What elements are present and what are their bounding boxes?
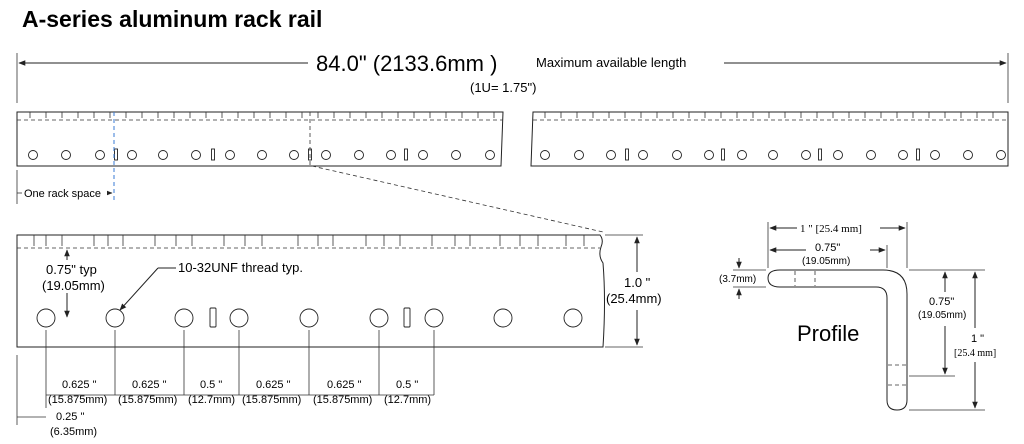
rail-hole bbox=[354, 150, 364, 160]
spacing-6-mm: (12.7mm) bbox=[384, 394, 431, 406]
rail-hole bbox=[996, 150, 1006, 160]
spacing-1-in: 0.625 " bbox=[62, 379, 97, 391]
spacing-6-in: 0.5 " bbox=[396, 379, 418, 391]
hole-height-mm: (19.05mm) bbox=[42, 278, 105, 293]
profile-vertical-label: 0.75" bbox=[929, 296, 954, 308]
rail-hole bbox=[768, 150, 778, 160]
detail-hole bbox=[299, 308, 319, 328]
rail-hole bbox=[225, 150, 235, 160]
rail-hole bbox=[704, 150, 714, 160]
rail-hole bbox=[127, 150, 137, 160]
edge-offset-in: 0.25 " bbox=[56, 411, 84, 423]
full-rail bbox=[16, 111, 1009, 204]
detail-hole bbox=[493, 308, 513, 328]
detail-height-dimension: 1.0 " (25.4mm) bbox=[605, 234, 662, 348]
detail-height-mm: (25.4mm) bbox=[606, 291, 662, 306]
rail-hole bbox=[61, 150, 71, 160]
hole-height-dimension: 0.75" typ (19.05mm) bbox=[42, 249, 105, 318]
profile-height-label: 1 " bbox=[971, 333, 984, 345]
rail-slot bbox=[114, 148, 118, 161]
detail-hole bbox=[36, 308, 56, 328]
rail-hole bbox=[386, 150, 396, 160]
profile-flange-mm: (19.05mm) bbox=[802, 256, 850, 267]
rail-hole bbox=[833, 150, 843, 160]
profile-thickness-mm: (3.7mm) bbox=[719, 274, 756, 285]
rail-hole bbox=[606, 150, 616, 160]
spacing-2-in: 0.625 " bbox=[132, 379, 167, 391]
detail-hole bbox=[424, 308, 444, 328]
rail-slot bbox=[211, 148, 215, 161]
rail-hole bbox=[638, 150, 648, 160]
rail-hole bbox=[158, 150, 168, 160]
rail-hole bbox=[485, 150, 495, 160]
hole-height-label: 0.75" typ bbox=[46, 262, 97, 277]
detail-hole bbox=[229, 308, 249, 328]
rail-detail-view bbox=[16, 234, 605, 348]
rail-slot bbox=[818, 148, 822, 161]
spacing-1-mm: (15.875mm) bbox=[48, 394, 107, 406]
profile-label: Profile bbox=[797, 321, 859, 346]
rail-hole bbox=[930, 150, 940, 160]
spacing-2-mm: (15.875mm) bbox=[118, 394, 177, 406]
spacing-3-in: 0.5 " bbox=[200, 379, 222, 391]
drawing-title: A-series aluminum rack rail bbox=[22, 6, 322, 32]
rail-hole bbox=[289, 150, 299, 160]
rail-hole bbox=[28, 150, 38, 160]
thread-label: 10-32UNF thread typ. bbox=[178, 260, 303, 275]
rack-space-label: One rack space bbox=[24, 188, 101, 200]
rack-unit-note: (1U= 1.75") bbox=[470, 80, 536, 95]
detail-height-label: 1.0 " bbox=[624, 275, 651, 290]
rail-hole bbox=[866, 150, 876, 160]
profile-height-mm: [25.4 mm] bbox=[954, 348, 996, 359]
rail-hole bbox=[191, 150, 201, 160]
rail-hole bbox=[540, 150, 550, 160]
overall-length-label: 84.0" (2133.6mm ) bbox=[316, 51, 497, 76]
max-length-note: Maximum available length bbox=[536, 55, 686, 70]
spacing-4-mm: (15.875mm) bbox=[242, 394, 301, 406]
profile-vertical-mm: (19.05mm) bbox=[918, 310, 966, 321]
rail-hole bbox=[574, 150, 584, 160]
rail-hole bbox=[418, 150, 428, 160]
rail-hole bbox=[451, 150, 461, 160]
profile-flange-label: 0.75" bbox=[815, 242, 840, 254]
edge-offset-mm: (6.35mm) bbox=[50, 426, 97, 438]
detail-hole bbox=[105, 308, 125, 328]
rail-hole bbox=[672, 150, 682, 160]
rail-hole bbox=[737, 150, 747, 160]
detail-hole bbox=[369, 308, 389, 328]
hole-spacing-dimensions: 0.625 " (15.875mm) 0.625 " (15.875mm) 0.… bbox=[16, 330, 435, 438]
rack-space-dimension: One rack space bbox=[17, 188, 113, 200]
spacing-4-in: 0.625 " bbox=[256, 379, 291, 391]
rail-hole bbox=[321, 150, 331, 160]
rail-slot bbox=[404, 148, 408, 161]
profile-view: Profile 1 " [25.4 mm] 0.75" (19.05mm) (3… bbox=[719, 222, 996, 411]
rail-slot bbox=[721, 148, 725, 161]
rail-hole bbox=[801, 150, 811, 160]
rail-slot bbox=[916, 148, 920, 161]
rail-hole bbox=[963, 150, 973, 160]
rail-hole bbox=[95, 150, 105, 160]
rail-slot bbox=[625, 148, 629, 161]
spacing-5-mm: (15.875mm) bbox=[313, 394, 372, 406]
rail-hole bbox=[898, 150, 908, 160]
thread-callout: 10-32UNF thread typ. bbox=[119, 260, 303, 311]
detail-hole bbox=[563, 308, 583, 328]
detail-hole bbox=[174, 308, 194, 328]
rail-hole bbox=[257, 150, 267, 160]
profile-width-label: 1 " [25.4 mm] bbox=[800, 223, 862, 235]
spacing-3-mm: (12.7mm) bbox=[188, 394, 235, 406]
spacing-5-in: 0.625 " bbox=[327, 379, 362, 391]
overall-length-dimension: 84.0" (2133.6mm ) Maximum available leng… bbox=[16, 51, 1009, 103]
